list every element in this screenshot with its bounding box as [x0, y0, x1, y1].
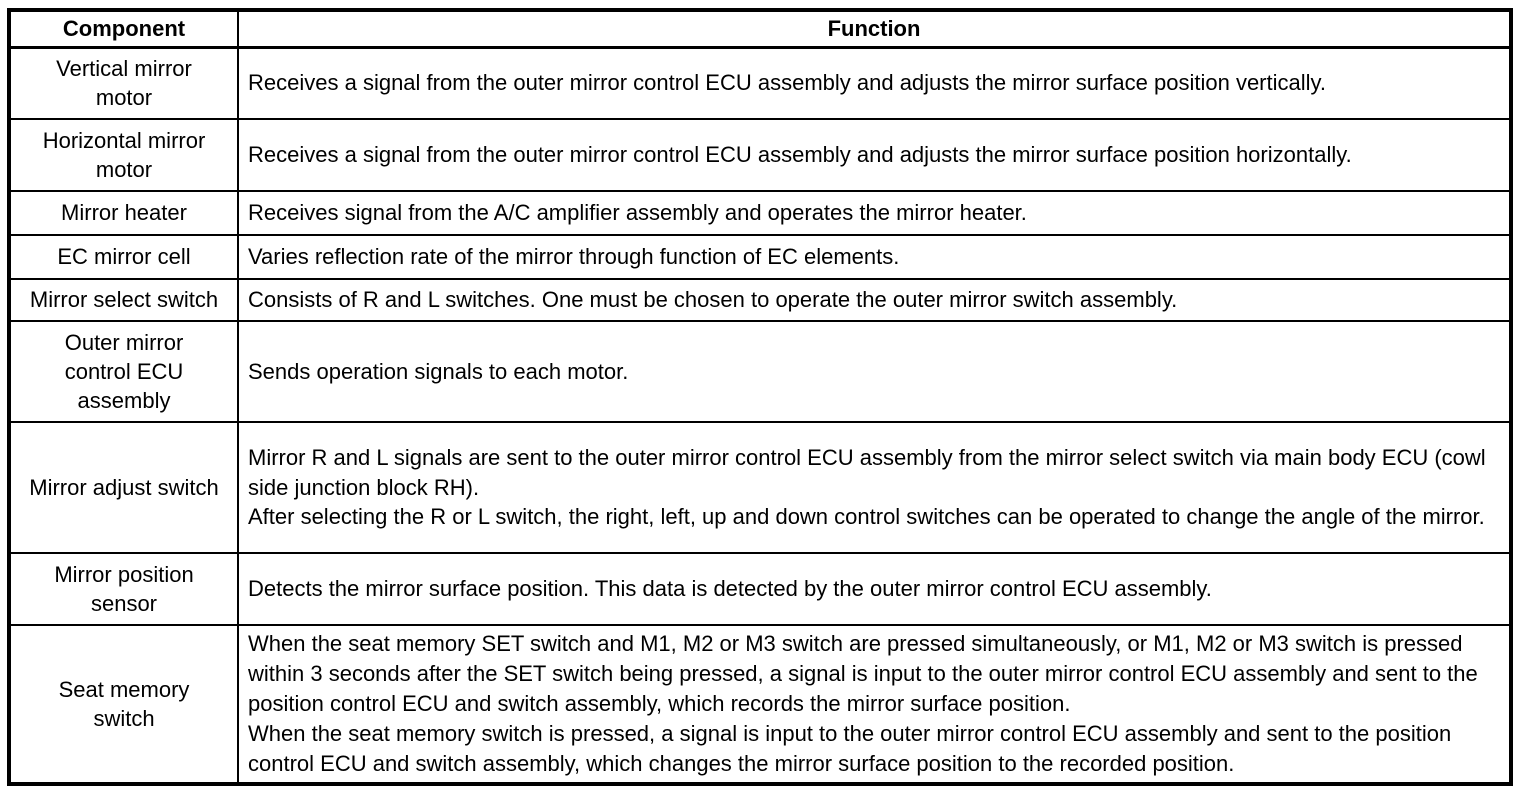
function-cell: Receives a signal from the outer mirror …	[237, 118, 1512, 192]
table-row: Seat memory switch When the seat memory …	[8, 624, 1512, 785]
function-cell: Consists of R and L switches. One must b…	[237, 278, 1512, 322]
table-row: Mirror position sensor Detects the mirro…	[8, 552, 1512, 626]
component-function-table: Component Function Vertical mirror motor…	[7, 8, 1513, 786]
component-cell: Mirror position sensor	[8, 552, 239, 626]
table-row: Horizontal mirror motor Receives a signa…	[8, 118, 1512, 192]
table-row: Mirror adjust switch Mirror R and L sign…	[8, 421, 1512, 554]
function-cell: Receives signal from the A/C amplifier a…	[237, 190, 1512, 236]
function-cell: Mirror R and L signals are sent to the o…	[237, 421, 1512, 554]
function-cell: Varies reflection rate of the mirror thr…	[237, 234, 1512, 280]
table-header-row: Component Function	[8, 9, 1512, 49]
table-row: EC mirror cell Varies reflection rate of…	[8, 234, 1512, 280]
component-column-header: Component	[8, 9, 239, 49]
table-row: Mirror select switch Consists of R and L…	[8, 278, 1512, 322]
component-cell: Horizontal mirror motor	[8, 118, 239, 192]
function-cell: Receives a signal from the outer mirror …	[237, 46, 1512, 120]
function-cell: Sends operation signals to each motor.	[237, 320, 1512, 423]
component-cell: Seat memory switch	[8, 624, 239, 785]
table-row: Mirror heater Receives signal from the A…	[8, 190, 1512, 236]
component-cell: Mirror select switch	[8, 278, 239, 322]
table-row: Vertical mirror motor Receives a signal …	[8, 46, 1512, 120]
component-cell: Vertical mirror motor	[8, 46, 239, 120]
component-cell: Mirror heater	[8, 190, 239, 236]
table-row: Outer mirror control ECU assembly Sends …	[8, 320, 1512, 423]
component-cell: Mirror adjust switch	[8, 421, 239, 554]
function-column-header: Function	[237, 9, 1512, 49]
function-cell: When the seat memory SET switch and M1, …	[237, 624, 1512, 785]
component-cell: Outer mirror control ECU assembly	[8, 320, 239, 423]
component-cell: EC mirror cell	[8, 234, 239, 280]
function-cell: Detects the mirror surface position. Thi…	[237, 552, 1512, 626]
